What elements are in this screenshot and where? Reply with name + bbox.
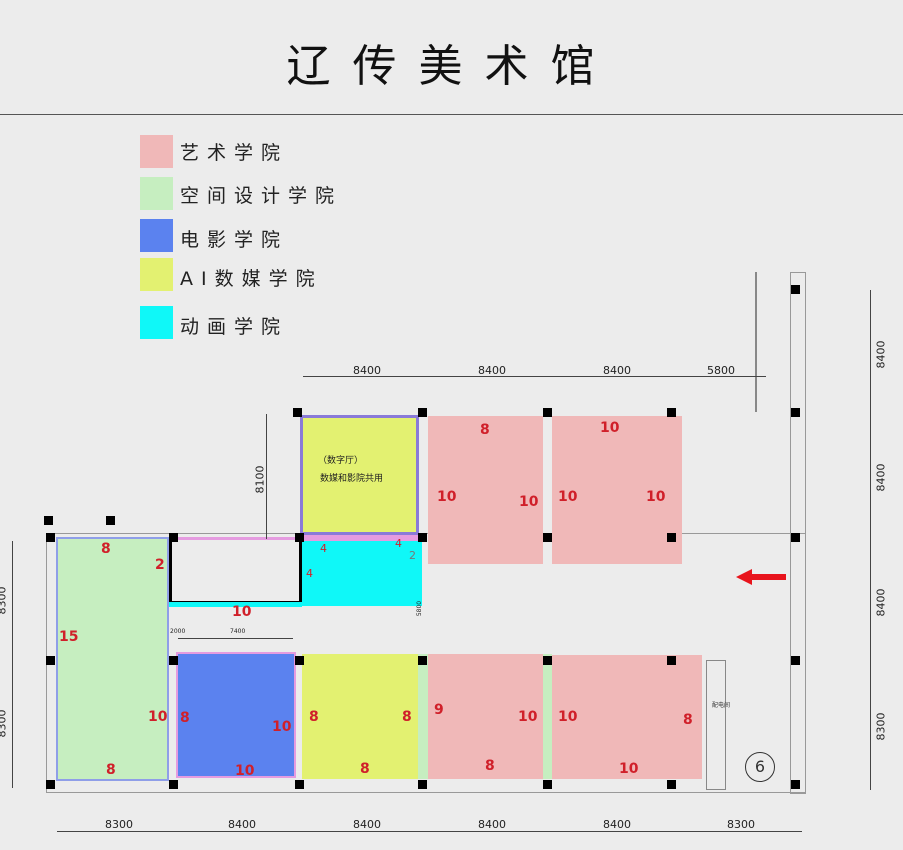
strip-green-2 — [543, 654, 552, 779]
capacity-label: 9 — [434, 702, 444, 718]
legend-swatch-animation — [140, 306, 173, 339]
room-empty — [169, 537, 302, 604]
capacity-label: 10 — [619, 761, 639, 777]
page-title: 辽传美术馆 — [286, 41, 617, 92]
digital-hall-note: 数媒和影院共用 — [320, 474, 384, 484]
capacity-label: 10 — [235, 763, 255, 779]
capacity-label: 10 — [646, 489, 666, 505]
room-art-upper-1 — [428, 416, 543, 564]
dim-left-upper: 8100 — [253, 465, 267, 494]
room-art-upper-2 — [552, 416, 682, 564]
header-divider — [0, 114, 903, 115]
room-film — [176, 652, 296, 778]
legend-swatch-art — [140, 135, 173, 168]
dim-bottom: 8400 — [478, 818, 506, 831]
capacity-label: 10 — [148, 709, 168, 725]
capacity-label: 8 — [360, 761, 370, 777]
capacity-label: 4 — [395, 537, 402, 550]
capacity-label: 8 — [683, 712, 693, 728]
room-space-design — [56, 537, 169, 781]
dim-left: 8300 — [0, 586, 9, 615]
dim-top: 8400 — [603, 364, 631, 377]
room-animation — [302, 535, 422, 606]
capacity-label: 15 — [59, 629, 79, 645]
legend-label-ai-media: AI数媒学院 — [180, 268, 323, 290]
dim-bottom: 8300 — [105, 818, 133, 831]
arrow-head-icon — [736, 569, 752, 585]
capacity-label: 8 — [485, 758, 495, 774]
dim-line-left-upper — [266, 414, 267, 539]
legend-label-space-design: 空间设计学院 — [180, 185, 343, 207]
dim-line-right — [870, 290, 871, 790]
legend-swatch-space-design — [140, 177, 173, 210]
wall-line — [755, 272, 757, 412]
capacity-label: 2 — [155, 557, 165, 573]
capacity-label: 10 — [518, 709, 538, 725]
dim-right: 8400 — [874, 340, 888, 369]
capacity-label: 8 — [402, 709, 412, 725]
dim-right: 8400 — [874, 463, 888, 492]
dim-right: 8300 — [874, 712, 888, 741]
animation-strip — [169, 602, 302, 607]
electrical-room-label: 配电间 — [712, 702, 731, 709]
dim-top: 8400 — [478, 364, 506, 377]
legend-swatch-film — [140, 219, 173, 252]
dim-right: 8400 — [874, 588, 888, 617]
dim-small: 5800 — [416, 600, 424, 617]
capacity-label: 8 — [309, 709, 319, 725]
dim-small: 2000 — [170, 628, 186, 635]
legend-label-animation: 动画学院 — [180, 316, 289, 338]
capacity-label: 8 — [106, 762, 116, 778]
capacity-label: 10 — [232, 604, 252, 620]
legend-label-art: 艺术学院 — [180, 142, 289, 164]
dim-left: 8300 — [0, 709, 9, 738]
capacity-label: 10 — [600, 420, 620, 436]
dim-bottom: 8400 — [353, 818, 381, 831]
corridor-wall — [790, 272, 806, 794]
dim-small: 7400 — [230, 628, 246, 635]
dim-bottom: 8300 — [727, 818, 755, 831]
capacity-label: 10 — [558, 709, 578, 725]
capacity-label: 4 — [320, 542, 327, 555]
entrance-arrow — [750, 574, 786, 580]
dim-top: 5800 — [707, 364, 735, 377]
room-ai-media-lower — [302, 654, 418, 779]
dim-line-left — [12, 541, 13, 788]
capacity-label: 10 — [558, 489, 578, 505]
capacity-label: 10 — [437, 489, 457, 505]
capacity-label: 8 — [480, 422, 490, 438]
digital-hall-title: （数字厅） — [318, 456, 364, 466]
capacity-label: 10 — [519, 494, 539, 510]
dim-line-small — [178, 638, 293, 639]
capacity-label: 4 — [306, 567, 313, 580]
axis-marker: 6 — [745, 752, 775, 782]
room-digital-hall — [300, 415, 419, 535]
dim-bottom: 8400 — [603, 818, 631, 831]
electrical-room — [706, 660, 726, 790]
capacity-label: 8 — [101, 541, 111, 557]
dim-line-top — [303, 376, 766, 377]
room-art-lower-1 — [428, 654, 543, 779]
legend-swatch-ai-media — [140, 258, 173, 291]
capacity-label: 10 — [272, 719, 292, 735]
capacity-label: 2 — [409, 549, 416, 562]
capacity-label: 8 — [180, 710, 190, 726]
room-art-lower-2 — [552, 655, 702, 779]
dim-top: 8400 — [353, 364, 381, 377]
legend-label-film: 电影学院 — [180, 229, 289, 251]
dim-line-bottom — [57, 831, 802, 832]
strip-green — [418, 654, 428, 779]
dim-bottom: 8400 — [228, 818, 256, 831]
